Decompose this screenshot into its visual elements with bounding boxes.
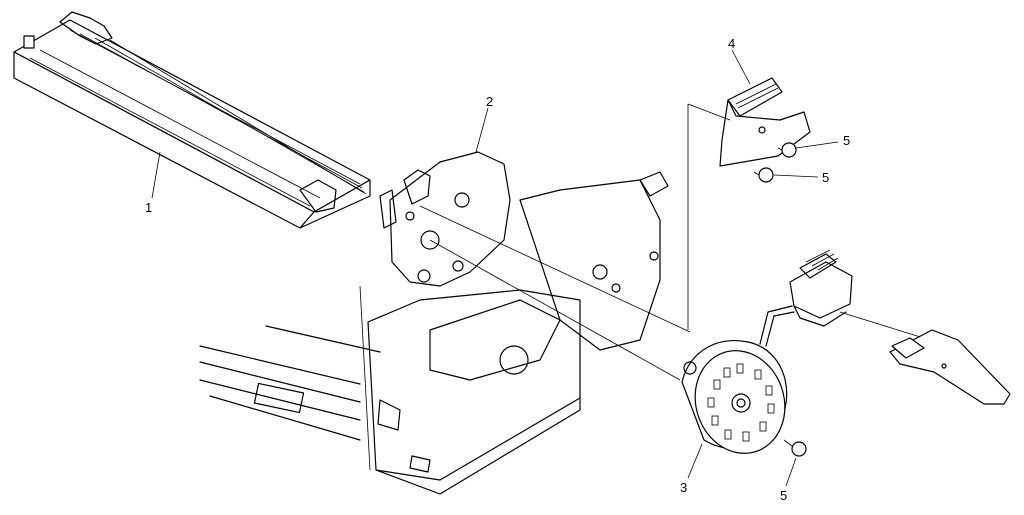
ribbon-cartridge	[13, 11, 371, 229]
screw-a	[777, 142, 797, 158]
connector-block	[789, 249, 853, 327]
screw-c	[783, 439, 807, 457]
callout-5-lower: 5	[780, 488, 787, 503]
gear-housing	[379, 151, 511, 287]
motor	[681, 305, 795, 454]
callout-3: 3	[680, 480, 687, 495]
bracket	[719, 77, 811, 167]
callout-5-middle: 5	[822, 170, 829, 185]
callout-4: 4	[728, 36, 735, 51]
leader-lines	[151, 49, 839, 487]
callout-2: 2	[486, 94, 493, 109]
callout-1: 1	[145, 200, 152, 215]
alignment-lines	[359, 103, 931, 471]
callout-5-upper: 5	[843, 133, 850, 148]
sensor-plate	[889, 329, 1011, 405]
printer-frame	[199, 171, 669, 495]
screw-b	[753, 167, 774, 183]
